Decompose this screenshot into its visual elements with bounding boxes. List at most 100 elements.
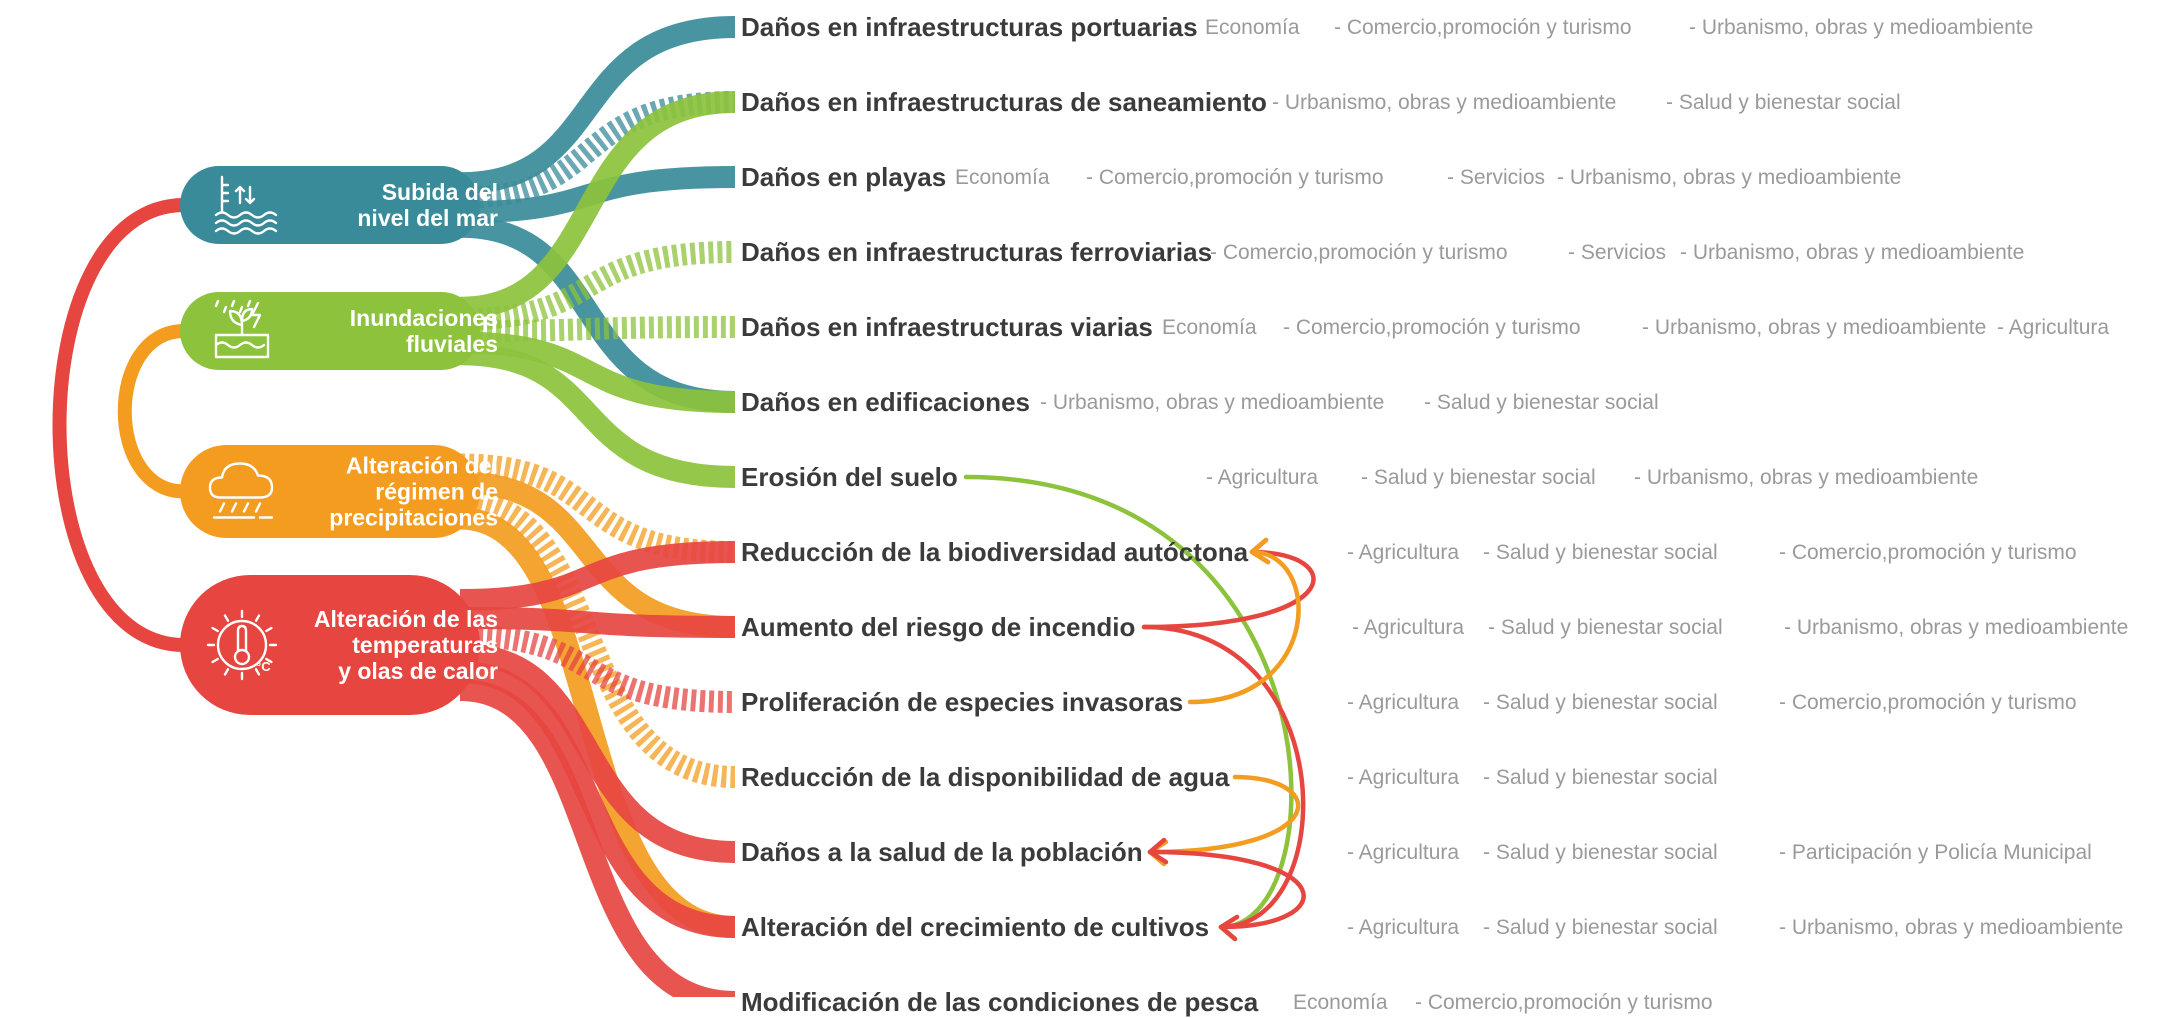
responsible-area: - Comercio,promoción y turismo xyxy=(1210,241,1508,264)
interrelation-10-to-11 xyxy=(1147,774,1301,855)
responsible-area: - Agricultura xyxy=(1206,466,1319,489)
cause-label-line: Subida del xyxy=(382,179,498,205)
responsible-area: - Urbanismo, obras y medioambiente xyxy=(1040,391,1385,414)
impact-label: Daños en infraestructuras de saneamiento xyxy=(741,87,1267,117)
responsible-area: - Salud y bienestar social xyxy=(1483,541,1718,564)
impact-label: Aumento del riesgo de incendio xyxy=(741,612,1136,642)
flow-heat-to-impact-13 xyxy=(459,679,736,997)
responsible-area: - Salud y bienestar social xyxy=(1361,466,1596,489)
rain-cloud-icon xyxy=(208,462,274,519)
responsible-area: - Agricultura xyxy=(1352,616,1465,639)
flow-rain-to-impact-10 xyxy=(459,489,736,788)
impact-label: Daños en infraestructuras ferroviarias xyxy=(741,237,1213,267)
responsible-area: - Salud y bienestar social xyxy=(1488,616,1723,639)
flood-icon xyxy=(214,299,270,359)
flow-flood-to-impact-5 xyxy=(459,331,736,413)
impact-interrelations xyxy=(963,474,1316,942)
responsible-area: - Comercio,promoción y turismo xyxy=(1283,316,1581,339)
responsible-area: - Servicios xyxy=(1568,241,1667,264)
interrelation-12-to-11 xyxy=(1147,849,1306,930)
responsible-area: - Agricultura xyxy=(1347,841,1460,864)
cause-label-line: régimen de xyxy=(375,479,498,505)
impact-label: Daños en edificaciones xyxy=(741,387,1030,417)
responsible-area: - Comercio,promoción y turismo xyxy=(1779,541,2077,564)
responsible-area: - Salud y bienestar social xyxy=(1666,91,1901,114)
flow-heat-to-impact-11 xyxy=(459,643,736,863)
cause-label-line: temperaturas xyxy=(352,632,498,658)
arrowhead-icon xyxy=(1147,837,1169,865)
interrelation-8-to-7 xyxy=(1141,549,1316,630)
flow-heat-to-impact-12 xyxy=(459,661,736,938)
flow-flood-to-impact-1 xyxy=(459,91,736,319)
flow-heat-to-impact-7 xyxy=(459,541,736,611)
cause-pill xyxy=(180,575,480,715)
flow-heat-to-impact-9 xyxy=(459,625,736,713)
responsible-area: - Urbanismo, obras y medioambiente xyxy=(1642,316,1987,339)
responsible-area: - Salud y bienestar social xyxy=(1483,766,1718,789)
cause-label-line: precipitaciones xyxy=(329,505,498,531)
responsible-area: - Participación y Policía Municipal xyxy=(1779,841,2092,864)
cause-label-line: fluviales xyxy=(406,331,498,357)
responsible-area: - Urbanismo, obras y medioambiente xyxy=(1689,16,2034,39)
cause-label-line: Inundaciones xyxy=(350,305,498,331)
interrelation-9-to-7 xyxy=(1187,549,1301,705)
responsible-area: Economía xyxy=(1293,991,1388,1014)
svg-text:°C: °C xyxy=(256,659,271,674)
responsible-area: - Urbanismo, obras y medioambiente xyxy=(1634,466,1979,489)
thermometer-sun-icon: °C xyxy=(206,609,278,681)
cause-connectors xyxy=(52,198,191,652)
impact-label: Erosión del suelo xyxy=(741,462,958,492)
responsible-area: Economía xyxy=(955,166,1050,189)
responsible-area: - Agricultura xyxy=(1347,766,1460,789)
flow-flood-to-impact-4 xyxy=(459,316,736,342)
responsible-area: - Urbanismo, obras y medioambiente xyxy=(1784,616,2129,639)
cause-connector-flood-rain xyxy=(117,324,191,499)
responsible-area: - Salud y bienestar social xyxy=(1483,841,1718,864)
responsible-area: - Urbanismo, obras y medioambiente xyxy=(1779,916,2124,939)
impact-label: Proliferación de especies invasoras xyxy=(741,687,1184,717)
responsible-area: - Urbanismo, obras y medioambiente xyxy=(1680,241,2025,264)
impact-label: Daños a la salud de la población xyxy=(741,837,1143,867)
flow-flood-to-impact-6 xyxy=(459,343,736,488)
impact-label: Daños en infraestructuras portuarias xyxy=(741,12,1198,42)
responsible-area: - Salud y bienestar social xyxy=(1483,916,1718,939)
cause-label-line: nivel del mar xyxy=(357,205,498,231)
impact-label: Reducción de la disponibilidad de agua xyxy=(741,762,1230,792)
flow-flood-to-impact-3 xyxy=(459,241,736,331)
responsible-area: - Servicios xyxy=(1447,166,1546,189)
responsible-area: - Comercio,promoción y turismo xyxy=(1779,691,2077,714)
responsible-area: - Agricultura xyxy=(1347,916,1460,939)
responsible-area: Economía xyxy=(1162,316,1257,339)
impact-flows xyxy=(459,16,736,997)
impact-label: Daños en playas xyxy=(741,162,947,192)
responsible-area: - Salud y bienestar social xyxy=(1424,391,1659,414)
cause-label-line: Alteración de las xyxy=(314,606,498,632)
impact-label: Modificación de las condiciones de pesca xyxy=(741,987,1259,1017)
arrowhead-icon xyxy=(1249,537,1271,565)
responsible-area: - Agricultura xyxy=(1997,316,2110,339)
responsible-area: Economía xyxy=(1205,16,1300,39)
flow-heat-to-impact-8 xyxy=(459,607,736,638)
responsible-area: - Agricultura xyxy=(1347,691,1460,714)
flow-sea-to-impact-0 xyxy=(459,16,736,195)
responsible-area: - Comercio,promoción y turismo xyxy=(1086,166,1384,189)
sea-level-icon xyxy=(214,175,278,235)
impact-label: Daños en infraestructuras viarias xyxy=(741,312,1153,342)
responsible-area: - Comercio,promoción y turismo xyxy=(1334,16,1632,39)
responsible-area: - Agricultura xyxy=(1347,541,1460,564)
responsible-area: - Salud y bienestar social xyxy=(1483,691,1718,714)
cause-connector-sea-heat xyxy=(52,198,191,652)
responsible-area: - Urbanismo, obras y medioambiente xyxy=(1557,166,1902,189)
interrelation-8-to-12 xyxy=(1141,624,1306,930)
cause-label-line: Alteración del xyxy=(346,453,498,479)
responsible-area: - Comercio,promoción y turismo xyxy=(1415,991,1713,1014)
cause-label-line: y olas de calor xyxy=(338,658,498,684)
responsible-area: - Urbanismo, obras y medioambiente xyxy=(1272,91,1617,114)
impact-label: Alteración del crecimiento de cultivos xyxy=(741,912,1210,942)
